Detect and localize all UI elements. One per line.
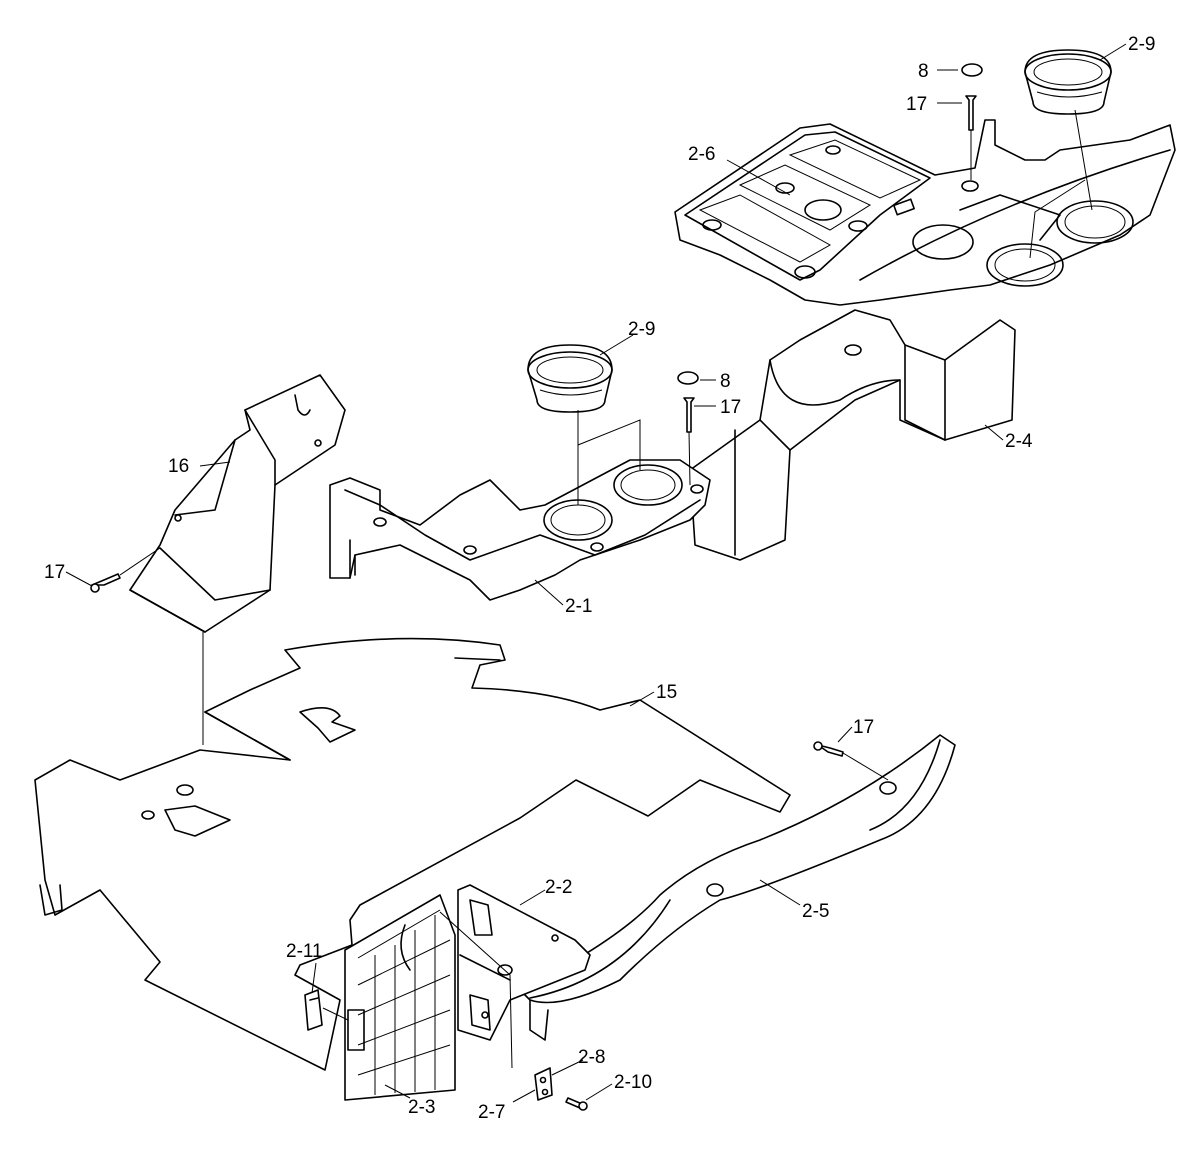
part-2-3-grille-cover xyxy=(344,894,456,1101)
leader-lines xyxy=(65,43,1127,1103)
part-2-2-center-bracket xyxy=(457,884,591,1041)
part-2-8-plate xyxy=(534,1067,553,1101)
callout-15: 15 xyxy=(656,682,677,703)
callout-17-left: 17 xyxy=(44,562,65,583)
part-15-floor-mat xyxy=(34,637,791,1071)
callout-8-mid: 8 xyxy=(720,371,731,392)
part-16-side-bracket xyxy=(129,374,346,633)
part-2-9-cup-insert-top xyxy=(1024,49,1112,115)
part-2-5-side-panel xyxy=(519,734,956,1041)
callout-2-3: 2-3 xyxy=(408,1097,435,1118)
part-2-6-console-top xyxy=(674,119,1176,306)
callout-2-9-mid: 2-9 xyxy=(628,319,655,340)
part-17-screw-left xyxy=(90,573,121,593)
callout-2-8: 2-8 xyxy=(578,1047,605,1068)
part-8-cap-mid xyxy=(677,371,699,385)
callout-2-7: 2-7 xyxy=(478,1102,505,1123)
callout-2-6: 2-6 xyxy=(688,144,715,165)
callout-labels: 2-9 8 17 2-6 2-9 8 17 2-4 16 17 2-1 15 1… xyxy=(44,34,1155,1123)
part-8-cap-top xyxy=(961,63,983,77)
callout-2-1: 2-1 xyxy=(565,596,592,617)
part-2-10-screw xyxy=(565,1097,588,1111)
part-2-9-cup-insert-mid xyxy=(527,344,613,413)
callout-2-9-top: 2-9 xyxy=(1128,34,1155,55)
callout-2-5: 2-5 xyxy=(802,901,829,922)
callout-16: 16 xyxy=(168,456,189,477)
part-17-screw-mid xyxy=(683,397,695,433)
part-2-4-center-tunnel xyxy=(689,309,1016,561)
callout-8-top: 8 xyxy=(918,61,929,82)
part-17-screw-right xyxy=(813,741,844,757)
callout-17-right: 17 xyxy=(853,717,874,738)
part-2-11-clip xyxy=(304,989,323,1031)
part-2-1-front-tray xyxy=(329,459,711,601)
callout-17-top: 17 xyxy=(906,94,927,115)
callout-2-2: 2-2 xyxy=(545,877,572,898)
callout-2-4: 2-4 xyxy=(1005,431,1033,452)
callout-2-11: 2-11 xyxy=(286,941,323,962)
part-17-screw-top xyxy=(965,95,977,131)
callout-17-mid: 17 xyxy=(720,397,741,418)
callout-2-10: 2-10 xyxy=(614,1072,652,1093)
